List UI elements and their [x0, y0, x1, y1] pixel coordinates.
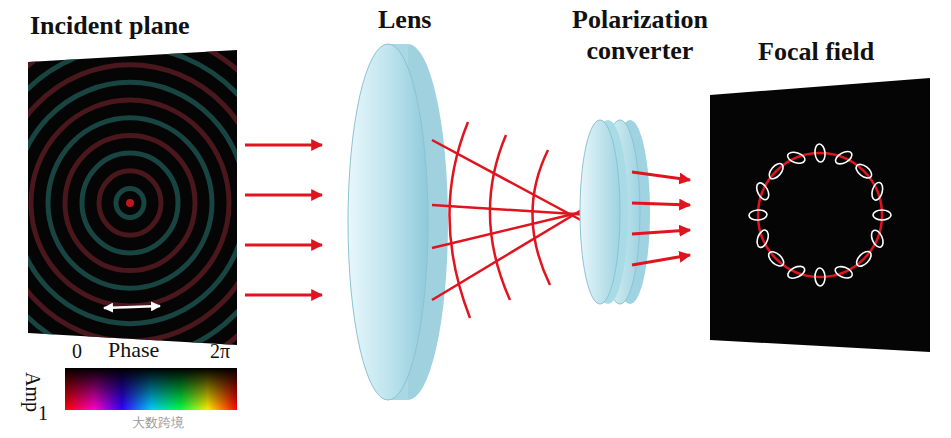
panel-title: Incident plane: [30, 12, 190, 41]
polarization-ellipse: [814, 144, 826, 163]
focal-ring: [758, 153, 882, 277]
colorbar-amp: [65, 368, 237, 410]
incident-arrows: [245, 145, 322, 295]
polarization-ellipse: [749, 209, 768, 220]
phase-ring: [14, 82, 246, 323]
polarization-ellipse: [833, 149, 854, 166]
polarization-ellipse: [854, 249, 874, 269]
panel-title: Focal field: [758, 38, 874, 67]
polarization-ellipse: [755, 229, 770, 249]
colorbar: [65, 368, 237, 410]
converging-rays: [432, 122, 590, 318]
phase-ring: [0, 0, 365, 438]
polarization-ellipse: [786, 264, 807, 281]
phase-rings: [0, 0, 382, 438]
polarization-ellipse: [767, 161, 786, 181]
output-arrows: [632, 172, 690, 265]
phase-ring: [99, 171, 161, 235]
polarization-ellipse: [815, 268, 826, 286]
phase-ring: [0, 0, 348, 430]
phase-ring: [0, 0, 331, 412]
polarization-ellipse: [870, 181, 884, 201]
phase-ring: [82, 153, 178, 253]
phase-ring: [0, 29, 297, 376]
polarization-ellipse: [754, 181, 771, 202]
colorbar-tick: 0: [72, 340, 82, 362]
polarization-ellipse: [834, 264, 854, 280]
center-dot: [126, 199, 134, 207]
colorbar-tick: 1: [38, 402, 48, 424]
panel-title: Polarization converter: [545, 4, 735, 66]
phase-ring: [0, 0, 382, 438]
polarization-ellipse: [786, 150, 806, 165]
colorbar-tick: 2π: [210, 340, 230, 362]
polarization-arrow: [104, 306, 160, 308]
phase-ring: [0, 47, 280, 359]
phase-ring: [31, 100, 229, 306]
polarization-converter: [580, 120, 650, 304]
focal-panel: [710, 78, 930, 352]
phase-ring: [0, 65, 263, 342]
polarization-ellipse: [869, 228, 885, 248]
lens: [348, 44, 448, 400]
polarization-ellipses: [749, 144, 891, 287]
polarization-ellipse: [766, 249, 786, 268]
polarization-ellipse: [854, 162, 874, 181]
panel-title: Lens: [378, 6, 431, 35]
polarization-ellipse: [873, 210, 891, 220]
phase-ring: [116, 188, 144, 217]
phase-ring: [48, 118, 212, 289]
colorbar-title: Phase: [108, 338, 159, 362]
phase-ring: [0, 12, 314, 395]
watermark: 大数跨境: [132, 416, 184, 430]
phase-ring: [65, 135, 195, 270]
